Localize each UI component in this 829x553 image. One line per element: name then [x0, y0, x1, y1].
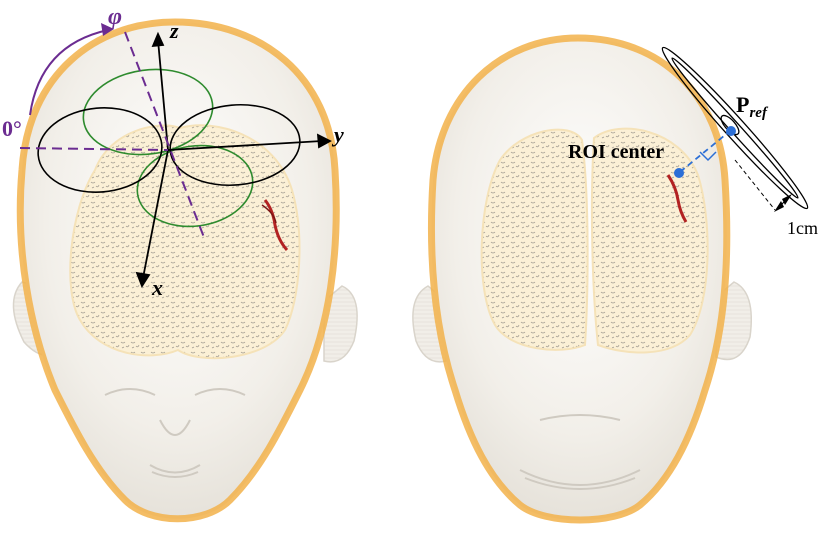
- distance-arrowhead-b: [782, 194, 792, 205]
- left-head-face: [104, 388, 246, 478]
- distance-guide-dashed: [734, 159, 776, 211]
- phi-arc: [29, 29, 109, 116]
- circle-left-black: [37, 107, 163, 193]
- right-head-vessel: [666, 174, 688, 223]
- left-head-vessel: [263, 199, 289, 252]
- pref-main: P: [736, 92, 749, 117]
- zero-angle-label: 0°: [2, 116, 22, 141]
- distance-arrowhead-a: [774, 201, 784, 212]
- axes: [135, 31, 332, 288]
- x-axis: [142, 149, 169, 279]
- right-angle-marker: [699, 151, 717, 162]
- coil-center-ring: [720, 114, 740, 136]
- roi-center-dot: [674, 168, 684, 178]
- angle-markers: [19, 23, 206, 241]
- right-head-brain-left-hemisphere: [480, 128, 589, 351]
- zero-reference-dashed: [19, 147, 169, 151]
- roi-markers: [674, 126, 792, 212]
- pref-dot: [726, 126, 736, 136]
- left-head: [12, 18, 358, 523]
- z-axis: [157, 39, 169, 151]
- z-axis-arrow: [151, 31, 165, 48]
- phi-arc-arrow: [101, 23, 114, 36]
- distance-label: 1cm: [787, 218, 818, 238]
- y-axis-arrow: [316, 133, 332, 149]
- left-head-right-ear: [323, 285, 358, 363]
- roi-to-pref-dashed: [679, 130, 731, 173]
- right-head-brain-right-hemisphere: [590, 127, 709, 354]
- phi-label: φ: [108, 4, 122, 30]
- roi-center-label: ROI center: [568, 141, 664, 163]
- y-axis-label: y: [331, 122, 344, 147]
- circle-upper-green: [82, 68, 214, 156]
- x-axis-arrow: [135, 271, 151, 288]
- z-axis-label: z: [169, 18, 179, 43]
- circle-lower-green: [136, 144, 254, 228]
- pref-subscript: ref: [749, 105, 768, 121]
- x-axis-label: x: [151, 275, 163, 300]
- y-axis: [167, 140, 323, 151]
- right-head: [412, 34, 753, 524]
- coil-outer-ellipse: [661, 46, 809, 210]
- right-head-face: [519, 414, 641, 490]
- left-head-brain: [69, 124, 301, 360]
- phi-direction-dashed: [124, 31, 206, 241]
- pref-label: Pref: [736, 92, 769, 121]
